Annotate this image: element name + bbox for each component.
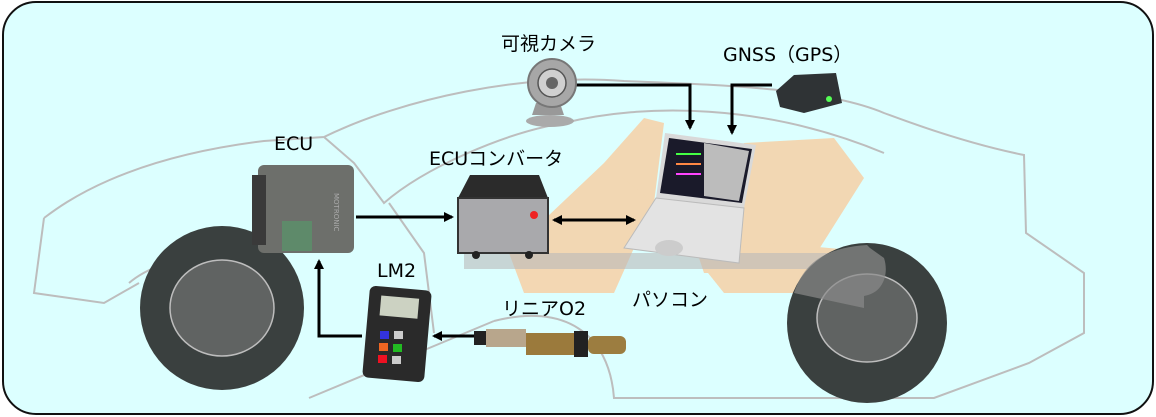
ecu-brand-text: MOTRONIC (332, 193, 340, 231)
ecu-device: MOTRONIC (252, 165, 354, 253)
car-floor (464, 253, 884, 269)
arrow-camera-to-pc (576, 83, 695, 130)
laptop-device (623, 133, 756, 264)
label-ecu-converter: ECUコンバータ (429, 148, 564, 170)
o2-sensor-device (474, 329, 626, 357)
label-o2-sensor: リニアO2 (502, 298, 587, 320)
label-camera: 可視カメラ (501, 33, 597, 55)
lm2-device (362, 285, 432, 383)
car-outline (32, 78, 1085, 399)
connection-arrows (314, 83, 772, 341)
gnss-device (776, 73, 842, 113)
car-scene: MOTRONIC (32, 58, 1085, 403)
ecu-converter-device (457, 175, 549, 259)
rear-wheel (140, 226, 304, 390)
arrow-lm2-to-ecu (314, 259, 362, 338)
label-lm2: LM2 (377, 260, 417, 282)
label-gnss: GNSS（GPS） (723, 44, 853, 66)
label-pc: パソコン (632, 289, 709, 311)
front-wheel (787, 243, 947, 403)
label-ecu: ECU (274, 133, 314, 155)
camera-device (526, 58, 577, 127)
arrow-gnss-to-pc (727, 83, 772, 135)
